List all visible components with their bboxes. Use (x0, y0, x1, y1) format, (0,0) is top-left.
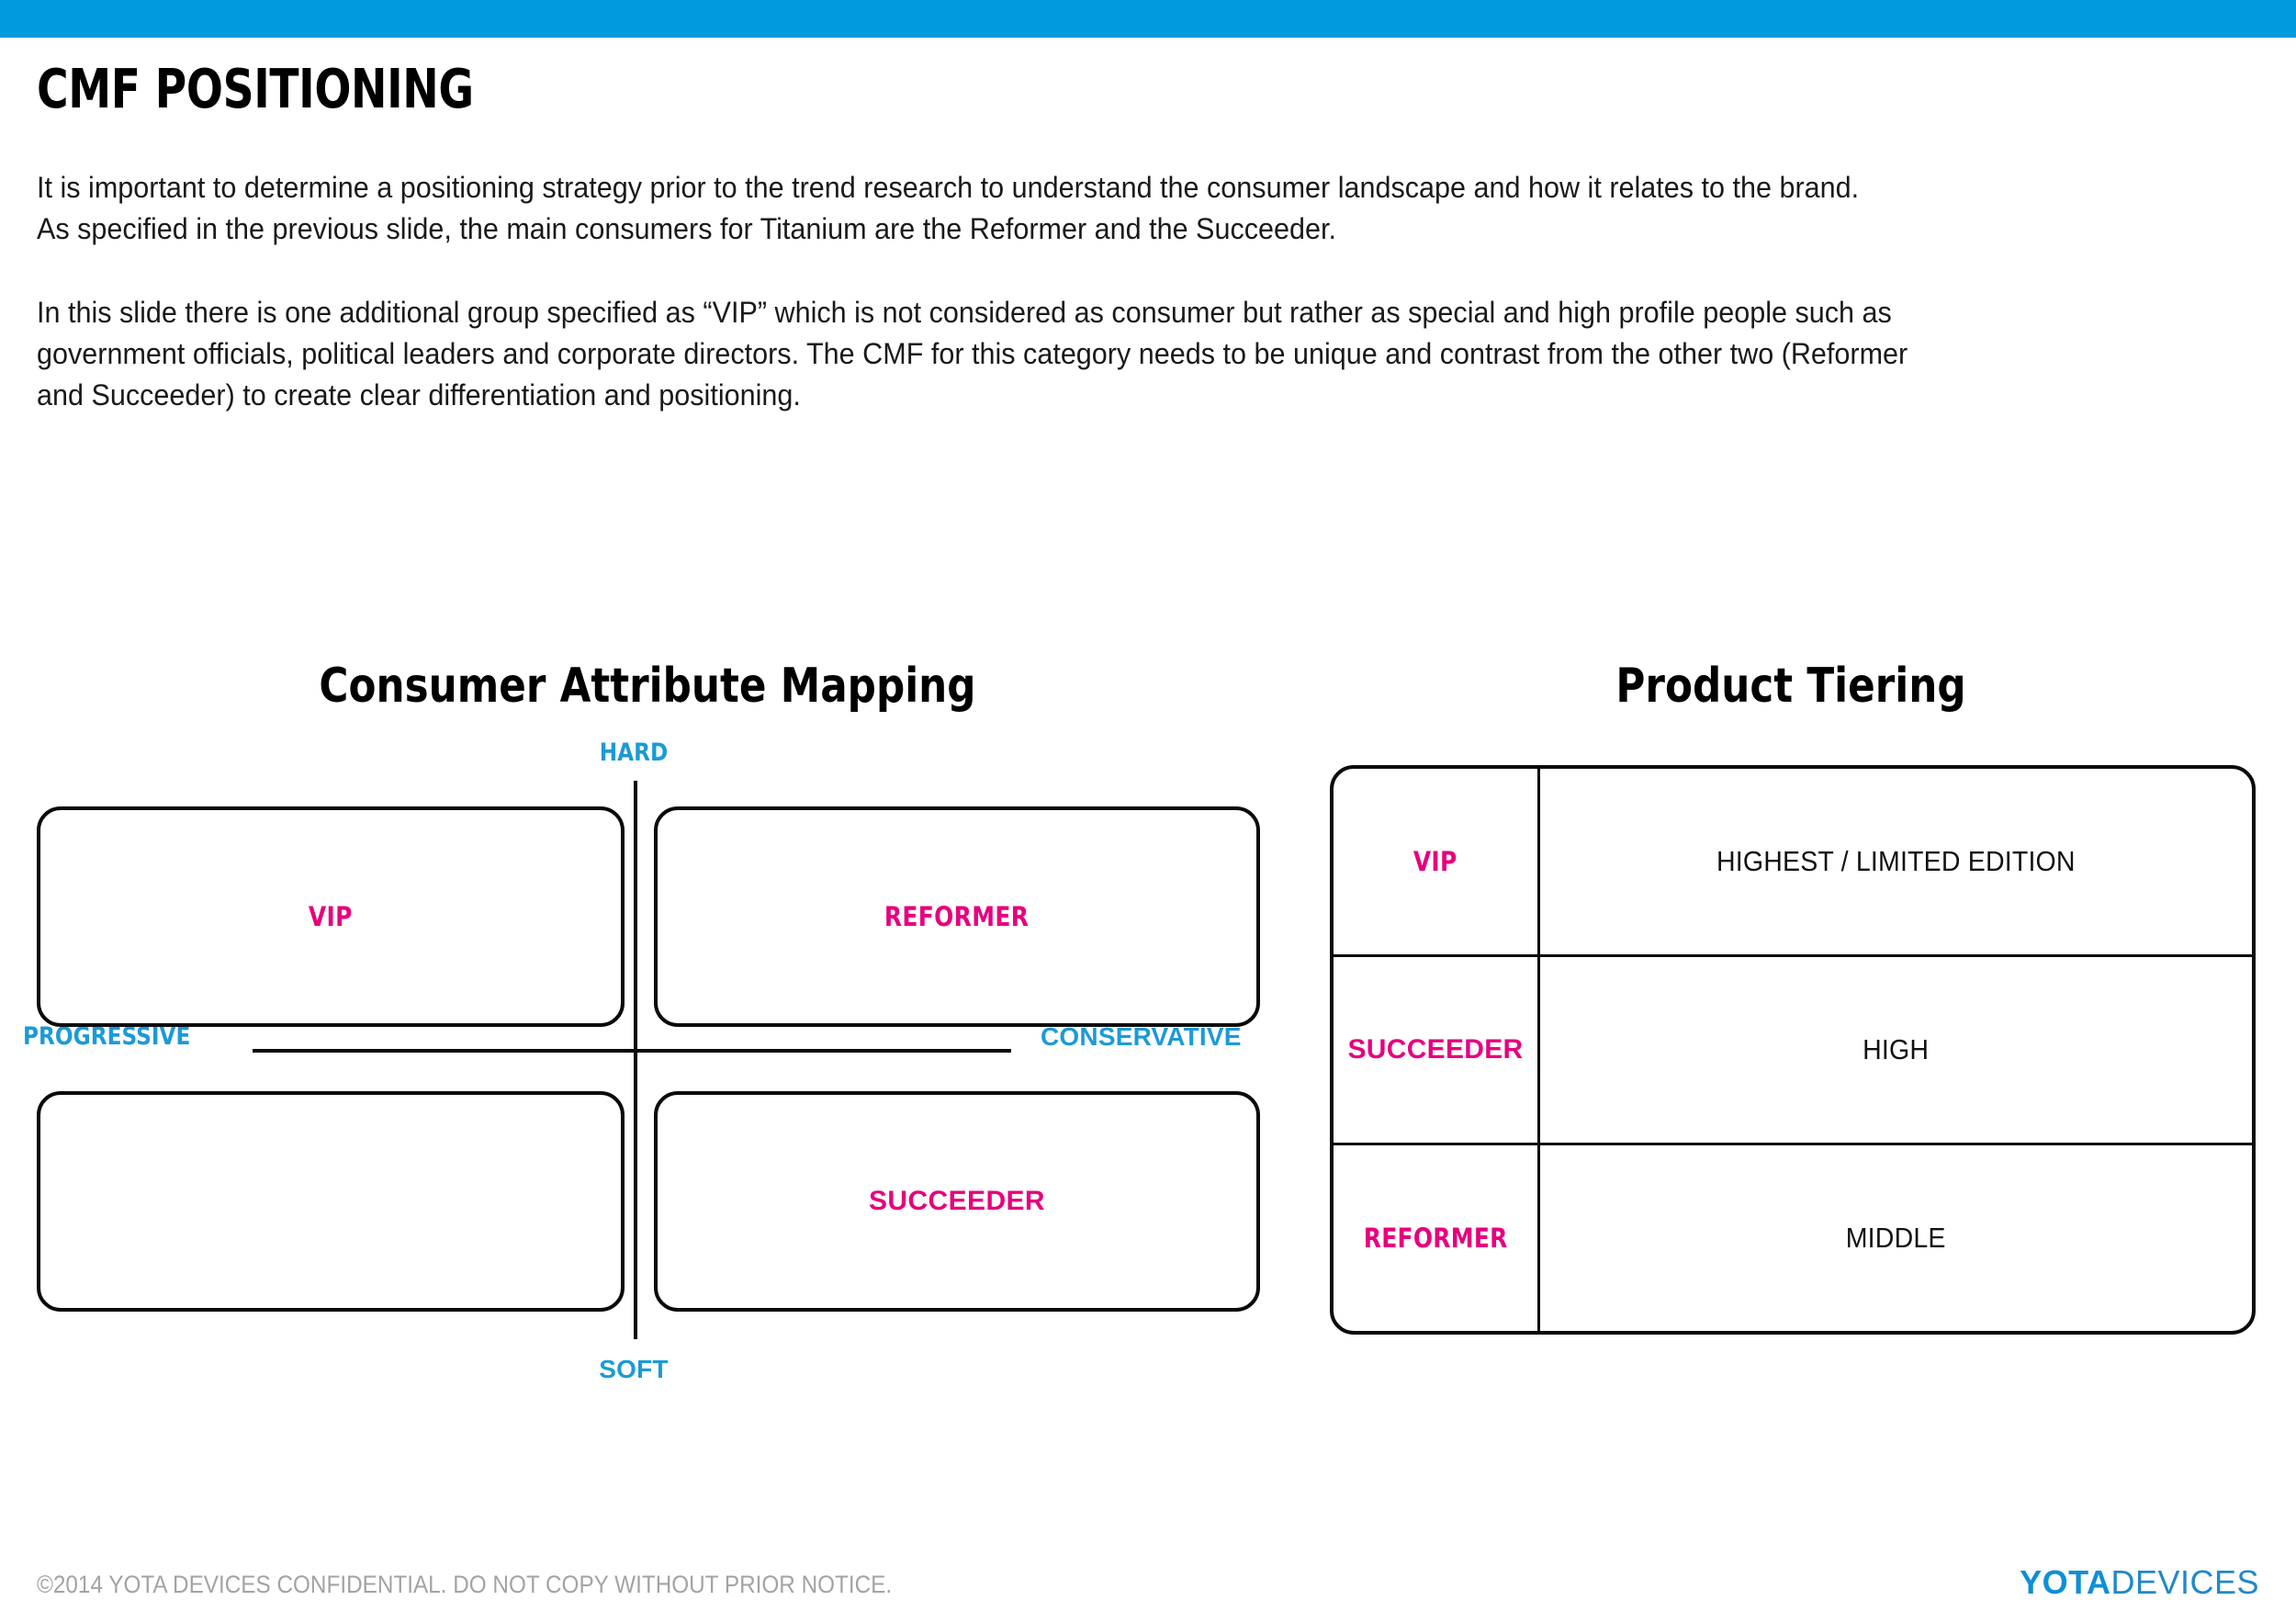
product-tiering-heading: Product Tiering (1615, 659, 1966, 714)
quadrant-label-succeeder: SUCCEEDER (869, 1186, 1045, 1216)
tier-value-label: HIGHEST / LIMITED EDITION (1716, 845, 2076, 877)
axis-label-conservative: CONSERVATIVE (1041, 1022, 1242, 1051)
horizontal-axis-line (253, 1049, 1011, 1053)
tier-segment-label: REFORMER (1363, 1223, 1508, 1254)
intro-paragraph-1: It is important to determine a positioni… (37, 167, 2203, 250)
tier-segment-cell: VIP (1334, 769, 1540, 954)
quadrant-top-left[interactable]: VIP (37, 806, 625, 1027)
intro-p1-line1: It is important to determine a positioni… (37, 171, 1860, 204)
tier-segment-label: VIP (1413, 846, 1458, 877)
axis-label-progressive: PROGRESSIVE (23, 1022, 191, 1051)
logo-text-yota: YOTA (2020, 1563, 2111, 1601)
consumer-map-heading: Consumer Attribute Mapping (319, 659, 976, 714)
product-tiering-table: VIP HIGHEST / LIMITED EDITION SUCCEEDER … (1330, 765, 2256, 1335)
tier-value-cell: HIGHEST / LIMITED EDITION (1540, 769, 2252, 954)
axis-label-soft: SOFT (599, 1355, 669, 1383)
table-row[interactable]: SUCCEEDER HIGH (1334, 954, 2252, 1143)
tier-value-label: HIGH (1863, 1033, 1930, 1065)
footer-confidentiality-notice: ©2014 YOTA DEVICES CONFIDENTIAL. DO NOT … (37, 1571, 893, 1598)
logo-text-devices: DEVICES (2110, 1563, 2259, 1601)
intro-paragraph-2: In this slide there is one additional gr… (37, 292, 2203, 416)
quadrant-top-right[interactable]: REFORMER (654, 806, 1260, 1027)
tier-segment-cell: SUCCEEDER (1334, 957, 1540, 1143)
table-row[interactable]: REFORMER MIDDLE (1334, 1143, 2252, 1331)
table-row[interactable]: VIP HIGHEST / LIMITED EDITION (1334, 769, 2252, 954)
yota-devices-logo: YOTADEVICES (2020, 1563, 2259, 1602)
tier-segment-cell: REFORMER (1334, 1145, 1540, 1331)
vertical-axis-line (634, 781, 637, 1339)
tier-segment-label: SUCCEEDER (1347, 1034, 1524, 1065)
intro-p2-line2: government officials, political leaders … (37, 337, 1908, 370)
tier-value-cell: HIGH (1540, 957, 2252, 1143)
tier-value-cell: MIDDLE (1540, 1145, 2252, 1331)
intro-p2-line1: In this slide there is one additional gr… (37, 296, 1892, 329)
intro-p2-line3: and Succeeder) to create clear different… (37, 378, 801, 411)
tier-value-label: MIDDLE (1846, 1222, 1946, 1254)
consumer-attribute-map: HARD SOFT PROGRESSIVE CONSERVATIVE VIP R… (0, 738, 1286, 1383)
quadrant-bottom-right[interactable]: SUCCEEDER (654, 1091, 1260, 1312)
axis-label-hard: HARD (599, 738, 669, 767)
page-title: CMF POSITIONING (37, 57, 474, 120)
quadrant-label-vip: VIP (309, 901, 353, 932)
quadrant-bottom-left[interactable] (37, 1091, 625, 1312)
top-accent-bar (0, 0, 2296, 38)
quadrant-label-reformer: REFORMER (884, 901, 1030, 932)
intro-p1-line2: As specified in the previous slide, the … (37, 212, 1336, 245)
